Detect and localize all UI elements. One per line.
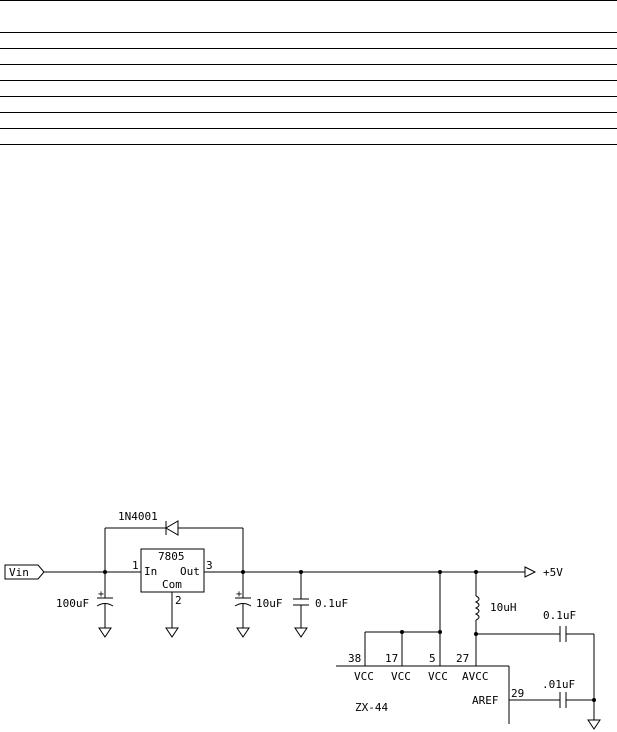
ic-pin-label: VCC bbox=[428, 670, 448, 683]
diode-label: 1N4001 bbox=[118, 510, 158, 523]
c-output-label: 10uF bbox=[256, 597, 283, 610]
svg-text:+: + bbox=[98, 589, 104, 600]
vin-label: Vin bbox=[9, 566, 29, 579]
inductor-10uh: 10uH bbox=[474, 572, 517, 666]
junction-dot bbox=[299, 570, 303, 574]
regulator-part-label: 7805 bbox=[158, 550, 185, 563]
vcc-bus bbox=[364, 572, 442, 666]
regulator-out-label: Out bbox=[180, 565, 200, 578]
rule-line bbox=[0, 80, 617, 81]
capacitor-avcc: 0.1uF bbox=[474, 609, 595, 720]
regulator-in-label: In bbox=[144, 565, 157, 578]
diode-1n4001: 1N4001 bbox=[104, 510, 244, 572]
junction-dot bbox=[241, 570, 245, 574]
regulator-pin3: 3 bbox=[206, 559, 213, 572]
ground-symbol bbox=[587, 719, 601, 730]
ic-pin-label: VCC bbox=[391, 670, 411, 683]
plus5v-port: +5V bbox=[524, 566, 563, 579]
ic-pin-number: 17 bbox=[385, 652, 398, 665]
ground-symbol bbox=[98, 627, 112, 638]
inductor-label: 10uH bbox=[490, 601, 517, 614]
ic-pin-label: VCC bbox=[354, 670, 374, 683]
rule-line bbox=[0, 64, 617, 65]
rule-line bbox=[0, 144, 617, 145]
c-input-label: 100uF bbox=[56, 597, 89, 610]
ic-pin-label: AVCC bbox=[462, 670, 489, 683]
capacitor-bypass: 0.1uF bbox=[293, 572, 348, 638]
regulator-7805: 7805 In Out Com 1 3 2 bbox=[132, 548, 213, 638]
ground-symbol bbox=[165, 627, 179, 638]
c-avcc-label: 0.1uF bbox=[543, 609, 576, 622]
ic-aref-label: AREF bbox=[472, 694, 499, 707]
rule-line bbox=[0, 112, 617, 113]
rule-line bbox=[0, 48, 617, 49]
rule-line bbox=[0, 32, 617, 33]
regulator-com-label: Com bbox=[162, 578, 182, 591]
c-bypass-label: 0.1uF bbox=[315, 597, 348, 610]
rule-line bbox=[0, 0, 617, 1]
capacitor-100uf: + 100uF bbox=[56, 572, 114, 638]
rule-line bbox=[0, 96, 617, 97]
regulator-pin2: 2 bbox=[175, 594, 182, 607]
ic-pin-number: 5 bbox=[429, 652, 436, 665]
capacitor-10uf: + 10uF bbox=[234, 572, 283, 638]
ground-symbol bbox=[294, 627, 308, 638]
svg-text:+: + bbox=[236, 589, 242, 600]
ic-pin-number: 38 bbox=[348, 652, 361, 665]
junction-dot bbox=[103, 570, 107, 574]
capacitor-aref: .01uF bbox=[509, 678, 601, 730]
ic-zx44: 38 17 5 27 VCC VCC VCC AVCC 29 AREF ZX-4… bbox=[336, 652, 524, 724]
c-aref-label: .01uF bbox=[542, 678, 575, 691]
ic-aref-number: 29 bbox=[511, 687, 524, 700]
rule-line bbox=[0, 128, 617, 129]
ic-pin-number: 27 bbox=[456, 652, 469, 665]
vin-port: Vin bbox=[4, 564, 45, 580]
plus5v-label: +5V bbox=[543, 566, 563, 579]
ic-name: ZX-44 bbox=[355, 701, 388, 714]
regulator-pin1: 1 bbox=[132, 559, 139, 572]
ground-symbol bbox=[236, 627, 250, 638]
